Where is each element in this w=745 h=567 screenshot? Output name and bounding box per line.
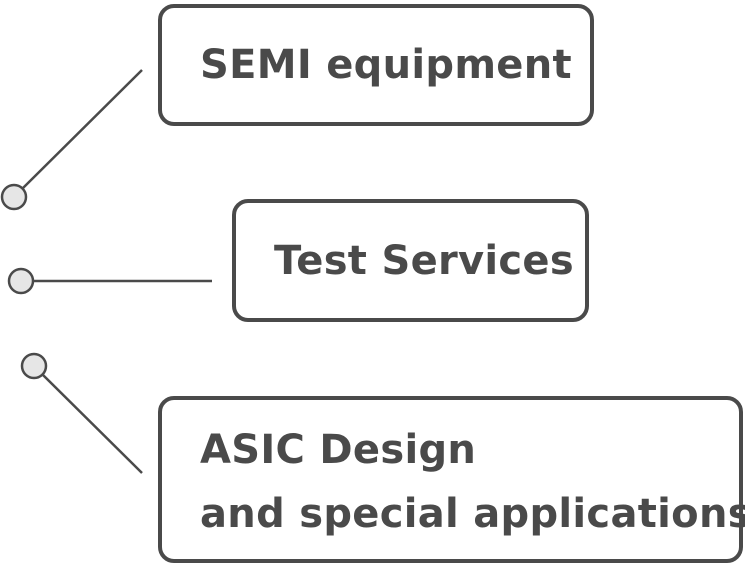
connector-line-semi <box>22 69 143 189</box>
connector-node-asic <box>20 352 48 380</box>
connector-line-asic <box>42 374 143 474</box>
box-test-services-label: Test Services <box>274 237 574 284</box>
box-semi-equipment-label: SEMI equipment <box>200 42 572 88</box>
box-asic-design: ASIC Design and special applications <box>158 396 745 563</box>
box-test-services: Test Services <box>232 199 589 322</box>
connector-node-semi <box>0 183 28 211</box>
box-asic-design-line-2: and special applications <box>200 490 745 537</box>
connector-node-test <box>7 267 35 295</box>
box-asic-design-line-1: ASIC Design <box>200 426 477 473</box>
box-semi-equipment: SEMI equipment <box>158 4 594 126</box>
